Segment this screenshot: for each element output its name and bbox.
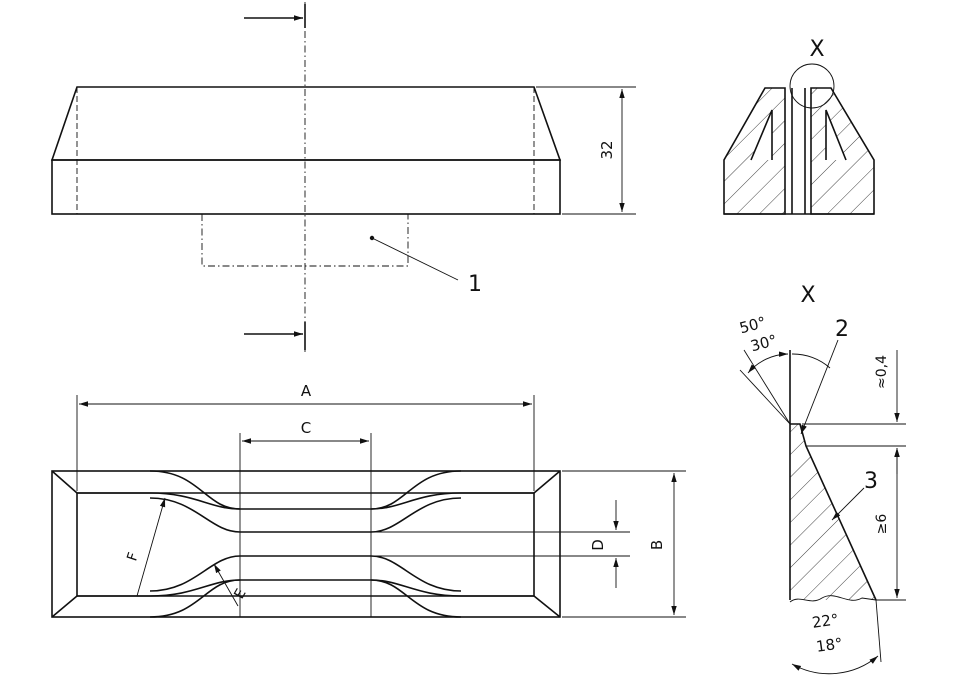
dimension-text-a: A	[301, 382, 312, 400]
cavity-top-edge	[77, 492, 534, 510]
narrow-transition-top	[149, 497, 462, 533]
angle-line-30	[739, 369, 791, 425]
dimension-text-b: B	[648, 540, 666, 550]
corner-chamfer-tl	[51, 470, 78, 494]
detail-cutting-edge	[790, 423, 877, 601]
leader-line-1	[371, 237, 459, 281]
specimen-phantom	[201, 214, 409, 267]
angle-arc-extension	[791, 353, 831, 369]
detail-view-x: X 50° 30° 2 3 ≈0,4 ≥6 22° 18°	[738, 283, 906, 675]
section-groove-left	[750, 109, 773, 161]
section-groove-right	[825, 109, 847, 161]
angle-line-22	[875, 599, 882, 663]
detail-label-x: X	[809, 37, 824, 62]
dimension-text-edge: ≈0,4	[874, 355, 890, 389]
body-outline	[51, 159, 561, 215]
leader-line-3	[831, 487, 865, 521]
angle-arc-22	[791, 655, 879, 675]
angle-text-30: 30°	[749, 331, 779, 355]
angle-line-50	[743, 349, 791, 425]
dimension-text-depth: ≥6	[874, 514, 890, 535]
top-outer-outline	[51, 470, 561, 618]
cavity-bottom-edge	[77, 579, 534, 597]
detail-hatch	[790, 424, 876, 600]
top-view: A C B D F E	[51, 382, 686, 618]
radius-text-f: F	[124, 550, 142, 563]
section-view: X	[723, 37, 875, 215]
corner-chamfer-bl	[51, 595, 78, 618]
detail-break-line	[789, 595, 877, 603]
radius-line-e	[213, 563, 239, 607]
radius-line-f	[136, 497, 166, 597]
narrow-transition-bottom	[149, 555, 462, 592]
cavity-bottom-flank	[149, 579, 462, 618]
corner-chamfer-tr	[533, 470, 561, 494]
detail-view-label-x: X	[800, 283, 815, 308]
dimension-text-d: D	[589, 539, 607, 551]
cavity-top-flank	[149, 470, 462, 510]
dimension-text-32: 32	[598, 140, 616, 159]
item-label-1: 1	[468, 272, 482, 297]
dimension-text-c: C	[301, 419, 311, 437]
front-view: 1 32	[50, 2, 636, 352]
angle-arc-50	[747, 351, 789, 374]
angle-text-18: 18°	[815, 634, 844, 656]
top-chamfer-outline	[50, 86, 562, 161]
detail-circle-x	[789, 63, 835, 109]
leader-line-2	[800, 339, 839, 435]
item-label-2: 2	[835, 317, 849, 342]
corner-chamfer-br	[533, 595, 561, 618]
item-label-3: 3	[864, 469, 878, 494]
angle-text-22: 22°	[811, 610, 840, 632]
